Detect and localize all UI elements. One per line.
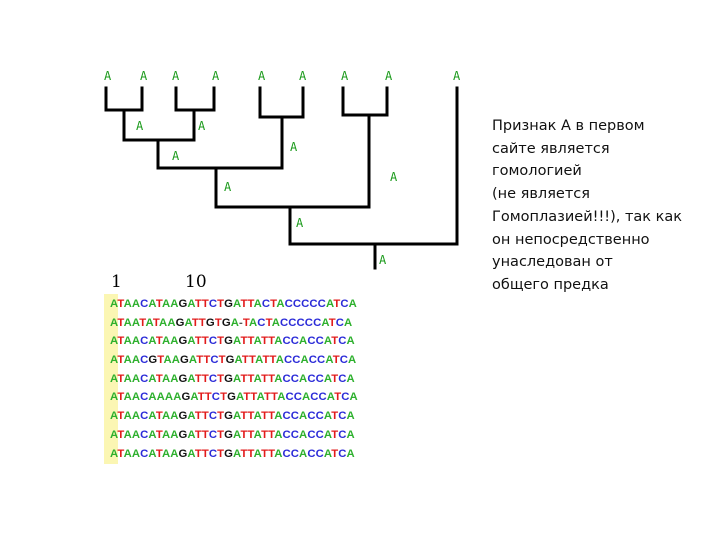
leaf-label: A <box>212 69 220 83</box>
tree-branch <box>341 86 389 117</box>
internal-node-label: A <box>296 216 304 230</box>
note-line: гомологией <box>492 163 582 180</box>
tree-branch <box>104 86 144 112</box>
sequence-row: ATAACATAAGATTCTGATTATTACCACCATCA <box>110 447 355 460</box>
sequence-row: ATAACATAAGATTCTGATTATTACCACCATCA <box>110 410 355 423</box>
internal-node-label: A <box>198 119 206 133</box>
note-line: унаследован от <box>492 254 613 271</box>
sequence-row: ATAACGTAAGATTCTGATTATTACCACCATCA <box>110 354 357 367</box>
tree-branch <box>174 86 216 112</box>
leaf-label: A <box>299 69 307 83</box>
leaf-label: A <box>385 69 393 83</box>
note-line: (не является <box>492 186 590 203</box>
leaf-label: A <box>172 69 180 83</box>
internal-node-label: A <box>379 253 387 267</box>
position-label-10: 10 <box>185 272 207 292</box>
sequence-row: ATAATATAAGATTGTGA-TACTACCCCCATCA <box>110 316 353 329</box>
note-line: Признак А в первом <box>492 118 645 134</box>
leaf-label: A <box>140 69 148 83</box>
sequence-row: ATAACATAAGATTCTGATTATTACCACCATCA <box>110 335 355 348</box>
leaf-label: A <box>341 69 349 83</box>
note-line: общего предка <box>492 276 609 293</box>
note-line: сайте является <box>492 140 610 157</box>
homology-note: Признак А в первом сайте является гомоло… <box>492 115 707 297</box>
leaf-label: A <box>258 69 266 83</box>
position-label-1: 1 <box>111 272 122 292</box>
leaf-label: A <box>453 69 461 83</box>
note-line: Гомоплазией!!!), так как <box>492 208 683 225</box>
internal-node-label: A <box>290 140 298 154</box>
note-line: он непосредственно <box>492 231 650 248</box>
internal-node-label: A <box>224 180 232 194</box>
internal-node-label: A <box>136 119 144 133</box>
internal-node-label: A <box>172 149 180 163</box>
internal-node-label: A <box>390 170 398 184</box>
sequence-row: ATAACAAAAGATTCTGATTATTACCACCATCA <box>110 391 358 404</box>
phylogenetic-tree: A A A A A A A A A A A A A A A A A <box>104 69 461 270</box>
leaf-label: A <box>104 69 112 83</box>
sequence-alignment: ATAACATAAGATTCTGATTACTACCCCCATCA ATAATAT… <box>110 295 358 463</box>
tree-branch <box>258 86 305 119</box>
site-1-highlight <box>104 294 118 464</box>
tree-branch <box>214 113 371 209</box>
sequence-row: ATAACATAAGATTCTGATTACTACCCCCATCA <box>110 298 357 310</box>
tree-branch <box>156 115 284 170</box>
sequence-row: ATAACATAAGATTCTGATTATTACCACCATCA <box>110 372 355 385</box>
tree-branch <box>288 86 459 246</box>
sequence-row: ATAACATAAGATTCTGATTATTACCACCATCA <box>110 428 355 441</box>
tree-branch <box>122 108 196 142</box>
